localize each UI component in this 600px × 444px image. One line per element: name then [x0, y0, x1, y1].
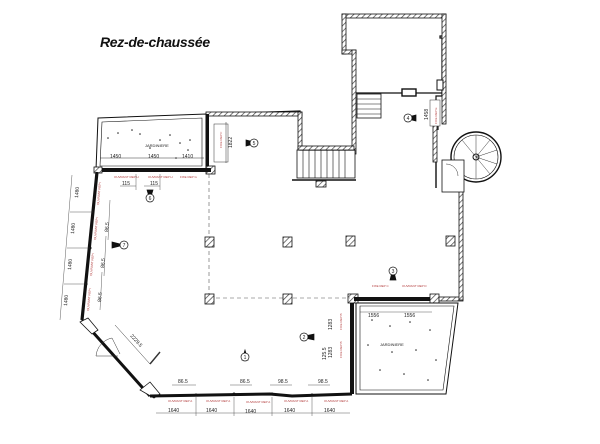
dim-south-bottom-2: 1640: [206, 408, 217, 414]
dim-west-4: 1480: [63, 294, 70, 306]
window-west-1: OUVRANT REP I: [96, 181, 102, 205]
window-east-v2: FIXE REP B: [339, 342, 343, 358]
dim-east-2: 1556: [404, 313, 415, 319]
window-east-v1: FIXE REP B: [339, 314, 343, 330]
north-tower-walls: [341, 13, 447, 155]
window-east-2: OUVRANT REP D: [402, 284, 427, 288]
north-facade: [93, 166, 211, 190]
dim-south-top-2: 86.5: [240, 379, 250, 385]
marker-7-label: 7: [123, 243, 126, 249]
window-stair: FIXE REP E: [434, 108, 438, 124]
dim-east-v3: 125.5: [322, 347, 328, 360]
marker-7-icon: [111, 240, 129, 250]
marker-5-label: 5: [253, 141, 256, 147]
south-facade: [149, 384, 353, 416]
dim-south-bottom-4: 1640: [284, 408, 295, 414]
marker-6-label: 6: [149, 196, 152, 202]
dim-south-top-3: 98.5: [278, 379, 288, 385]
marker-2-label: 2: [303, 335, 306, 341]
dim-north-5: 115: [150, 181, 158, 187]
window-east-1: FIXE REP C: [372, 284, 389, 288]
dim-diagonal: 2229.5: [129, 333, 144, 349]
dim-room5: 1822: [228, 137, 234, 148]
planter-north: [95, 113, 207, 171]
marker-5-icon: [245, 138, 259, 148]
dim-south-bottom-1: 1640: [168, 408, 179, 414]
window-room5: FIXE REP F: [219, 132, 223, 148]
dim-east-1: 1556: [368, 313, 379, 319]
window-north-1: OUVRANT REP H: [114, 175, 139, 179]
spiral-staircase: [441, 131, 502, 193]
marker-2-icon: [299, 332, 315, 342]
dim-north-3: 1410: [182, 154, 193, 160]
window-west-2: OUVRANT REP I: [93, 216, 99, 240]
dim-west-6: 86.5: [100, 258, 107, 268]
dim-west-5: 86.5: [104, 222, 111, 232]
marker-1-label: 1: [244, 355, 247, 361]
dim-south-top-1: 86.5: [178, 379, 188, 385]
dim-north-2: 1450: [148, 154, 159, 160]
dim-south-bottom-3: 1640: [245, 409, 256, 415]
window-west-4: OUVRANT REP I: [86, 287, 92, 311]
pillars: [204, 235, 456, 305]
dim-east-v1: 1283: [328, 319, 334, 330]
dim-west-2: 1480: [70, 222, 77, 234]
window-south-2: OUVRANT REP A: [206, 399, 230, 403]
plan-title: Rez-de-chaussée: [100, 34, 210, 50]
marker-4-icon: [403, 113, 417, 123]
window-north-2: OUVRANT REP H: [148, 175, 173, 179]
dim-south-bottom-5: 1640: [324, 408, 335, 414]
dim-west-3: 1480: [67, 258, 74, 270]
dim-west-7: 86.5: [97, 292, 104, 302]
view-markers: [111, 113, 417, 362]
marker-3-icon: [388, 266, 398, 281]
dim-stair: 1458: [424, 109, 430, 120]
staircase-upper: [356, 93, 382, 119]
window-south-5: OUVRANT REP A: [324, 399, 348, 403]
staircase-lower: [292, 149, 356, 188]
dim-east-v2: 1283: [328, 347, 334, 358]
dim-north-4: 115: [122, 181, 130, 187]
diagonal-entrance: [79, 317, 161, 399]
planter-south: [355, 302, 459, 395]
marker-1-icon: [240, 348, 250, 362]
west-facade: [59, 171, 111, 321]
marker-3-label: 3: [392, 269, 395, 275]
dim-west-1: 1480: [74, 186, 81, 198]
east-walls: [347, 121, 464, 394]
window-south-1: OUVRANT REP A: [168, 399, 192, 403]
window-north-3: FIXE REP G: [180, 175, 197, 179]
dashed-grid: [208, 174, 350, 299]
marker-6-icon: [145, 189, 155, 203]
planter-south-label: JARDINIERE: [380, 342, 404, 347]
dim-south-top-4: 98.5: [318, 379, 328, 385]
window-south-3: OUVRANT REP A: [246, 400, 270, 404]
marker-4-label: 4: [407, 116, 410, 122]
window-south-4: OUVRANT REP A: [284, 399, 308, 403]
dim-north-1: 1450: [110, 154, 121, 160]
planter-north-label: JARDINIERE: [145, 143, 169, 148]
window-west-3: OUVRANT REP I: [89, 252, 95, 276]
